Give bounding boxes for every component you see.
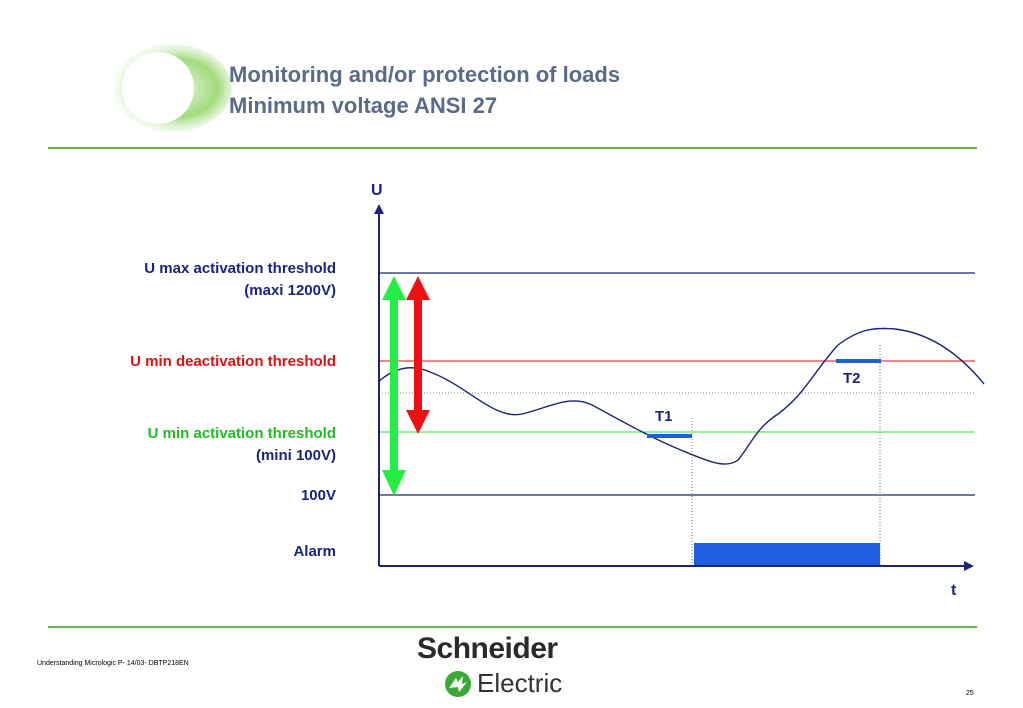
green-double-arrow-icon [382,276,406,496]
footer-divider [48,626,977,628]
t1-marker-label: T1 [655,408,673,425]
umin-activation-label-line1: U min activation threshold [147,425,336,442]
umax-label-line1: U max activation threshold [144,260,336,277]
schneider-electric-logo: Schneider Electric [417,632,587,700]
voltage-curve [377,327,985,465]
logo-word-electric: Electric [477,668,563,698]
t2-marker-label: T2 [843,370,861,387]
page-title-line1: Monitoring and/or protection of loads [229,62,621,87]
page-number: 25 [966,690,974,697]
y-axis-arrow-icon [374,204,384,214]
umax-label-line2: (maxi 1200V) [244,282,336,299]
y-axis-label: U [371,182,383,199]
header-divider [48,147,977,149]
umin-deactivation-label: U min deactivation threshold [130,353,336,370]
alarm-bar [694,543,880,565]
v100-label: 100V [300,487,336,504]
page-title-line2: Minimum voltage ANSI 27 [229,93,498,118]
alarm-label: Alarm [293,543,336,560]
logo-word-schneider: Schneider [417,632,558,665]
t2-timer-bar [836,359,881,363]
umin-activation-label-line2: (mini 100V) [255,447,336,464]
logo-mark-icon [445,671,471,697]
footer-document-ref: Understanding Micrologic P- 14/03- DBTP2… [37,660,189,667]
header-circle-icon [112,44,232,132]
x-axis-arrow-icon [964,561,974,571]
t1-timer-bar [647,434,692,438]
x-axis-label: t [951,582,957,599]
red-double-arrow-icon [406,276,430,434]
